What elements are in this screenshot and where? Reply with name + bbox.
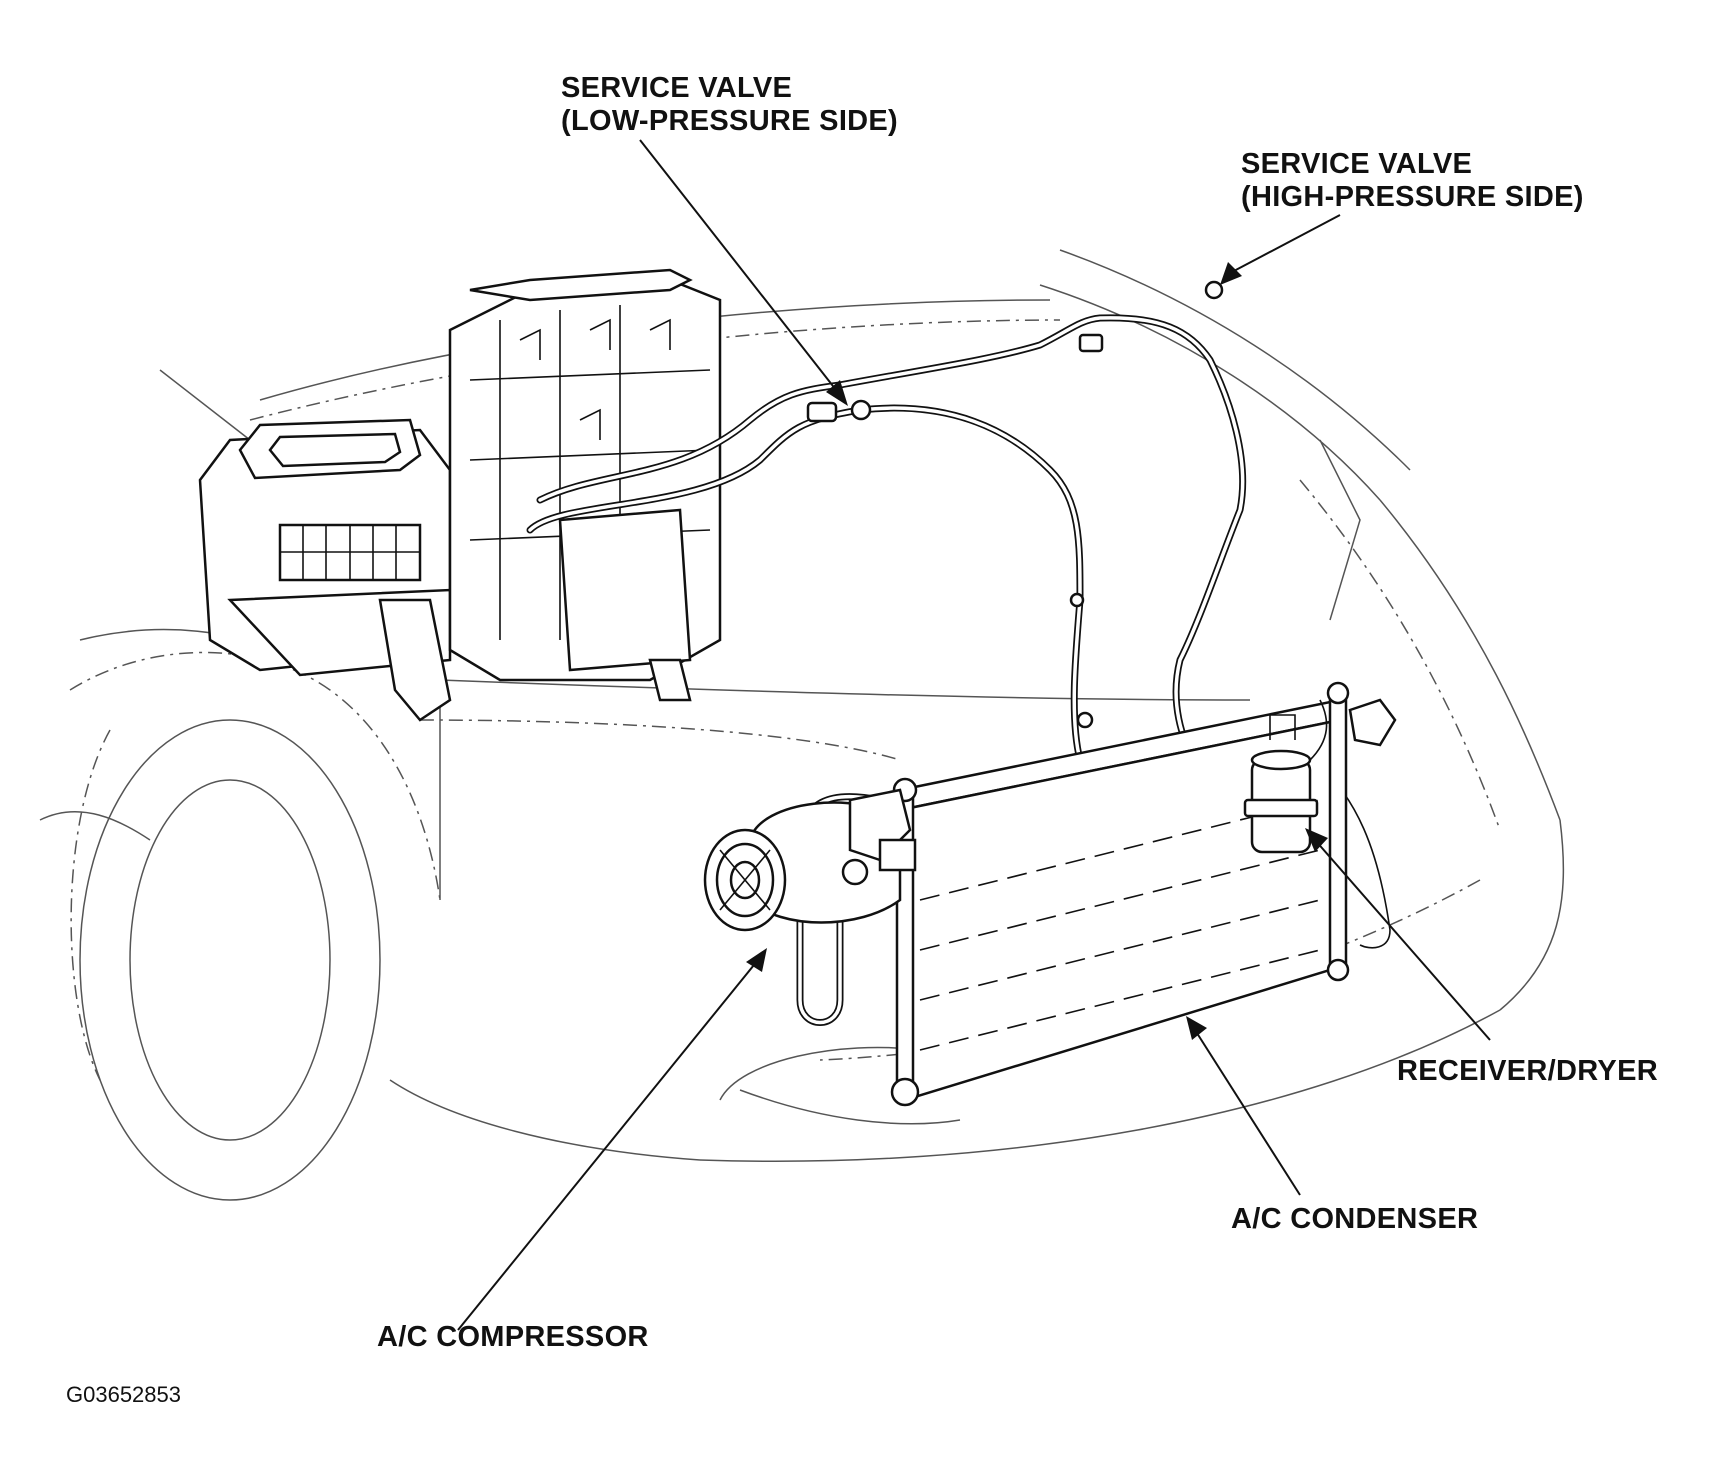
label-service-valve-low-line1: SERVICE VALVE (561, 72, 793, 104)
receiver-dryer-drawing (1243, 699, 1328, 854)
label-ac-condenser: A/C CONDENSER (1231, 1203, 1479, 1235)
ac-compressor-drawing (703, 788, 917, 932)
arrow-service-valve-high (1220, 262, 1242, 285)
leader-service-valve-high (1231, 214, 1341, 273)
label-ac-compressor: A/C COMPRESSOR (377, 1321, 649, 1353)
arrow-ac-condenser (1186, 1016, 1207, 1040)
leader-lines (457, 139, 1491, 1331)
arrow-receiver-dryer (1305, 828, 1328, 852)
leader-ac-compressor (457, 959, 759, 1331)
label-service-valve-high: SERVICE VALVE (HIGH-PRESSURE SIDE) (1241, 148, 1584, 214)
label-receiver-dryer: RECEIVER/DRYER (1397, 1055, 1658, 1087)
label-service-valve-low: SERVICE VALVE (LOW-PRESSURE SIDE) (561, 72, 898, 138)
figure-id: G03652853 (66, 1382, 181, 1407)
leader-ac-condenser (1194, 1029, 1301, 1196)
hvac-unit (198, 268, 722, 722)
label-service-valve-high-line1: SERVICE VALVE (1241, 148, 1473, 180)
label-service-valve-high-line2: (HIGH-PRESSURE SIDE) (1241, 181, 1584, 213)
label-service-valve-low-line2: (LOW-PRESSURE SIDE) (561, 105, 899, 137)
leader-service-valve-low (639, 139, 841, 396)
arrow-service-valve-low (826, 380, 848, 406)
arrow-ac-compressor (746, 948, 767, 972)
leader-receiver-dryer (1314, 839, 1491, 1041)
vehicle-body-outline (39, 249, 1565, 1201)
ac-condenser-drawing (890, 681, 1397, 1107)
